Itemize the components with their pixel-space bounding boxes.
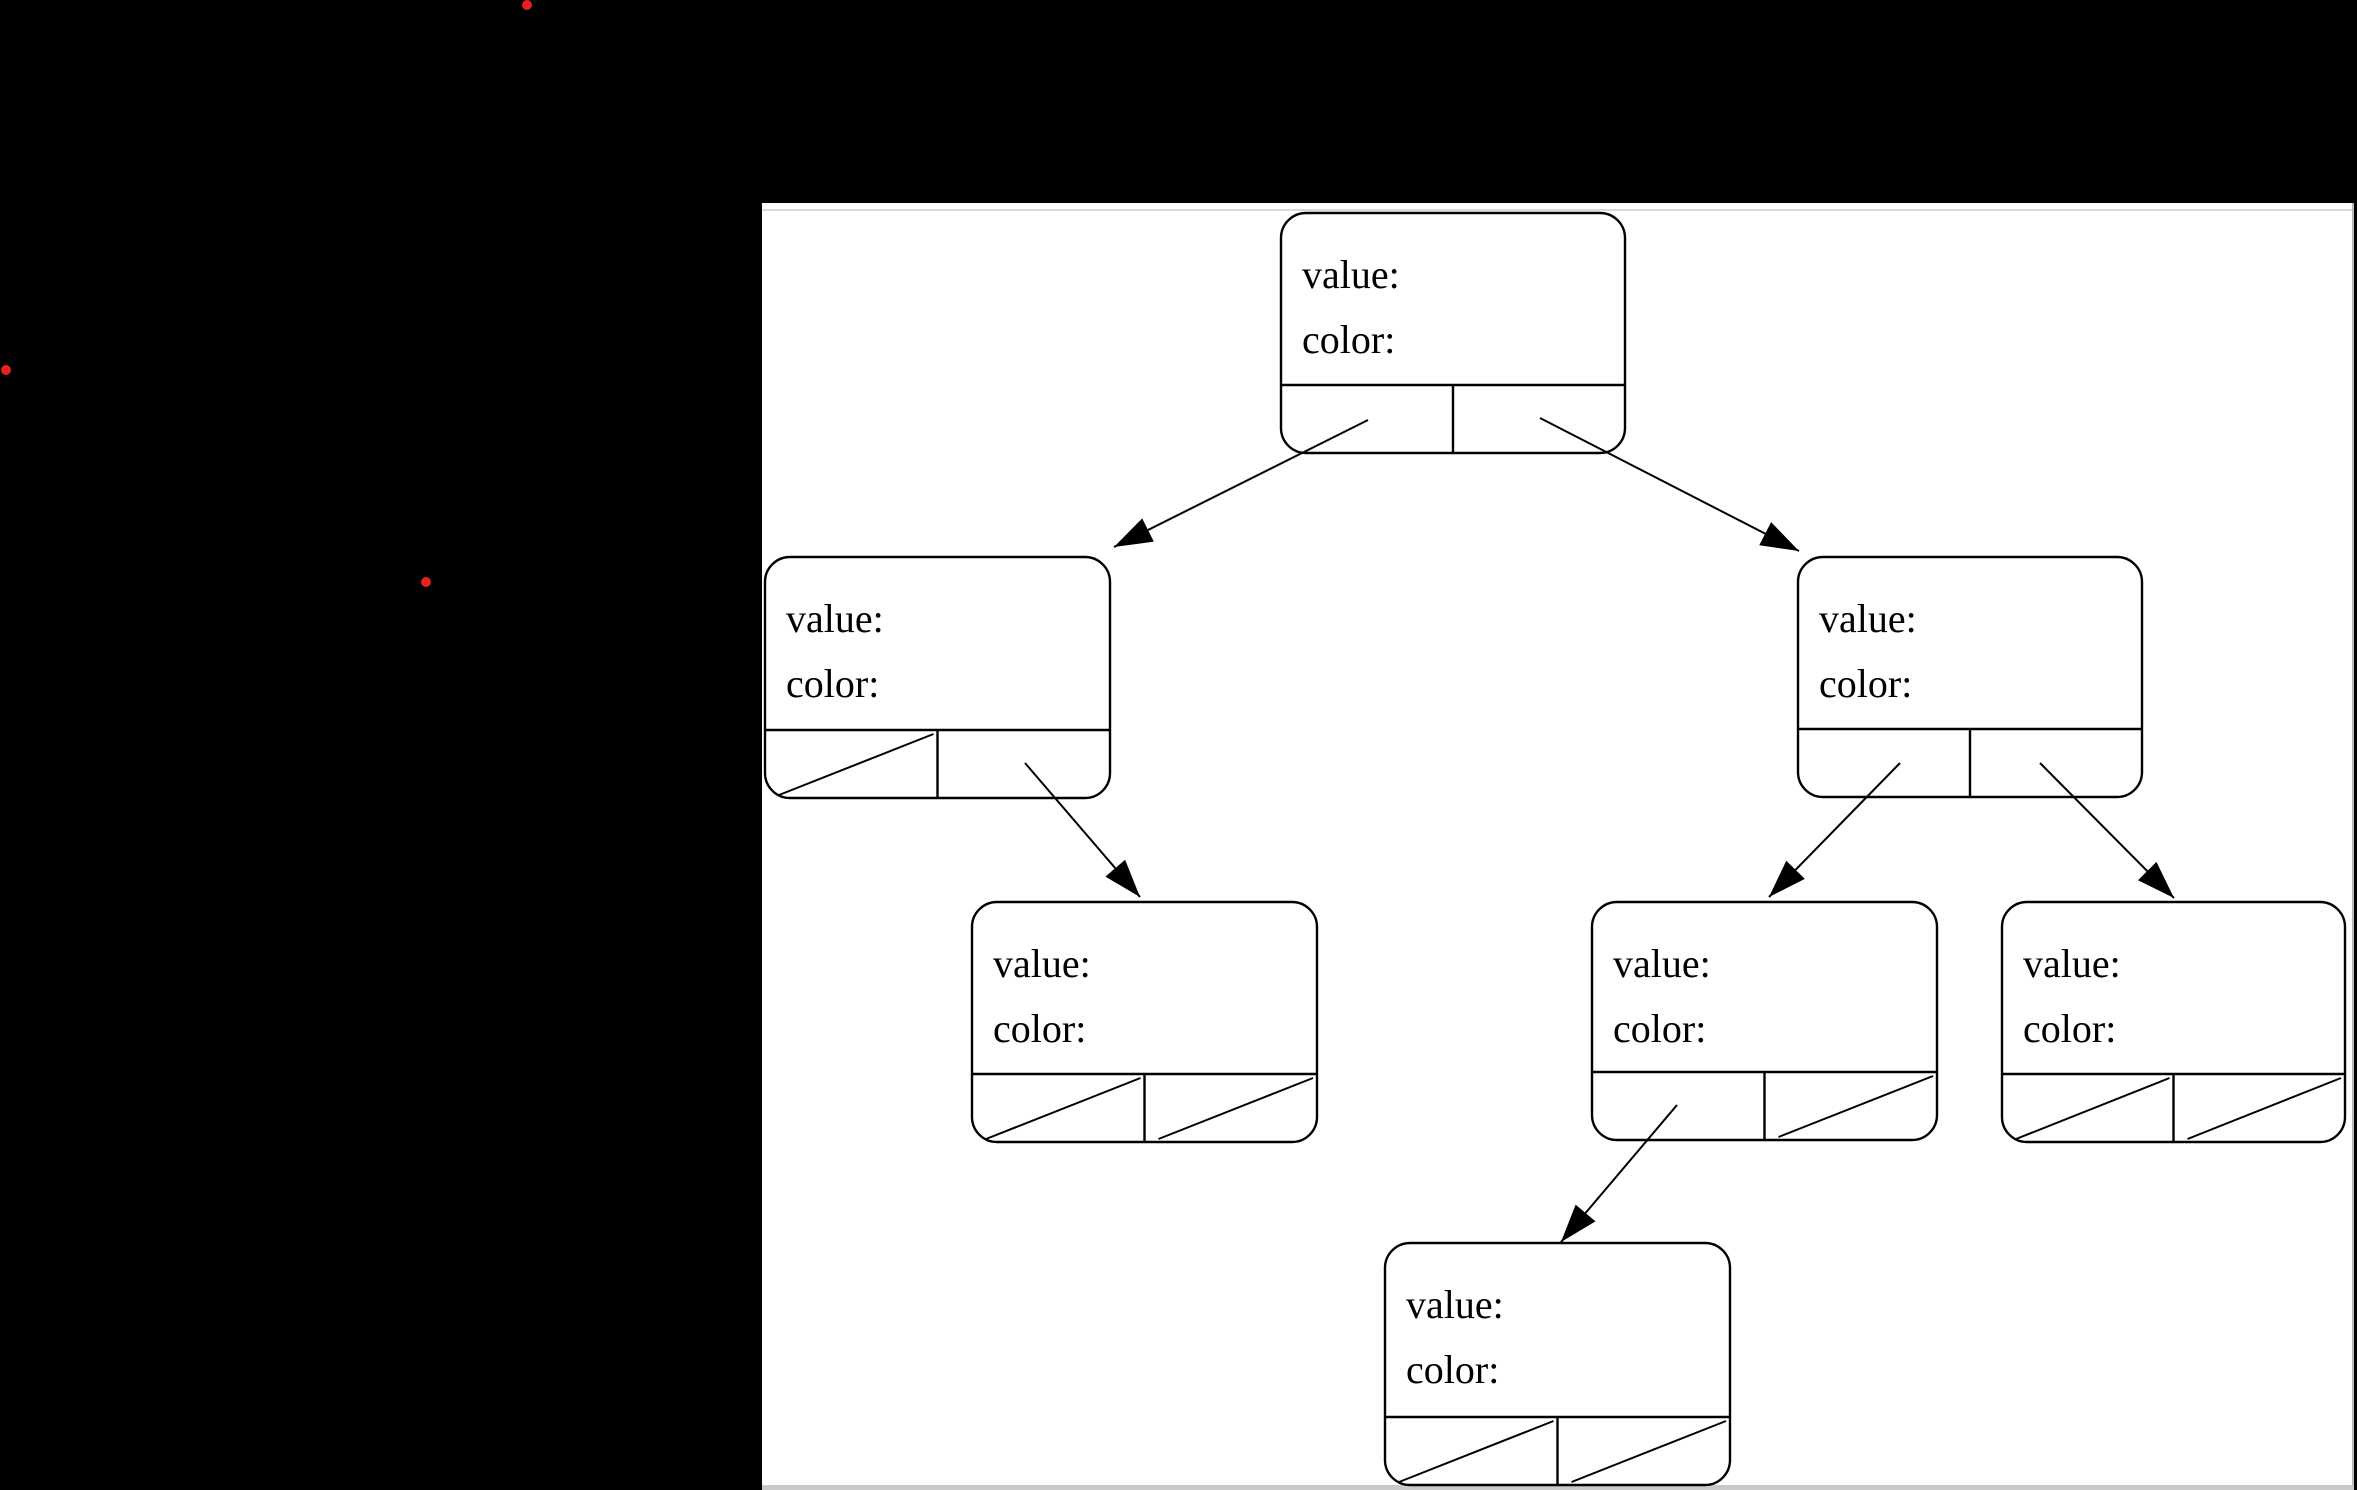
node-color-label: color: <box>2023 1006 2116 1051</box>
tree-node-root: value: color: <box>1279 211 1627 455</box>
null-pointer-slash <box>985 1077 1141 1140</box>
node-color-label: color: <box>1613 1006 1706 1051</box>
red-marker-dot <box>522 0 532 10</box>
tree-node-left-right-grandchild: value: color: <box>970 900 1319 1144</box>
edge-right-child-left <box>1768 762 1901 898</box>
null-pointer-slash <box>2015 1077 2170 1140</box>
node-value-label: value: <box>1302 252 1400 297</box>
null-pointer-slash <box>1158 1077 1314 1140</box>
edge-right-child-right <box>2039 762 2175 899</box>
node-color-label: color: <box>786 661 879 706</box>
node-value-label: value: <box>2023 941 2121 986</box>
edge-root-right <box>1539 417 1800 552</box>
tree-node-bottom-node: value: color: <box>1383 1241 1732 1487</box>
node-value-label: value: <box>1819 596 1917 641</box>
node-color-label: color: <box>1302 317 1395 362</box>
edge-root-left <box>1113 419 1369 548</box>
tree-node-right-right-grandchild: value: color: <box>2000 900 2347 1144</box>
tree-node-right-child: value: color: <box>1796 555 2144 799</box>
tree-node-right-left-grandchild: value: color: <box>1590 900 1939 1142</box>
null-pointer-slash <box>1778 1075 1934 1138</box>
node-value-label: value: <box>1406 1282 1504 1327</box>
edge-left-child-right <box>1024 762 1141 898</box>
panel-bottom-strip <box>762 1485 2354 1490</box>
null-pointer-slash <box>1571 1420 1727 1483</box>
node-value-label: value: <box>993 941 1091 986</box>
red-marker-dot <box>1 365 11 375</box>
node-color-label: color: <box>993 1006 1086 1051</box>
node-color-label: color: <box>1406 1347 1499 1392</box>
null-pointer-slash <box>1398 1420 1554 1483</box>
red-marker-dot <box>421 577 431 587</box>
tree-node-left-child: value: color: <box>763 555 1112 800</box>
edge-right-left-grandchild-left <box>1560 1104 1678 1243</box>
null-pointer-slash <box>2187 1077 2342 1140</box>
null-pointer-slash <box>778 733 934 796</box>
node-value-label: value: <box>1613 941 1711 986</box>
node-color-label: color: <box>1819 661 1912 706</box>
panel-top-hairline <box>762 209 2354 211</box>
panel-right-edge <box>2352 203 2354 1490</box>
node-value-label: value: <box>786 596 884 641</box>
